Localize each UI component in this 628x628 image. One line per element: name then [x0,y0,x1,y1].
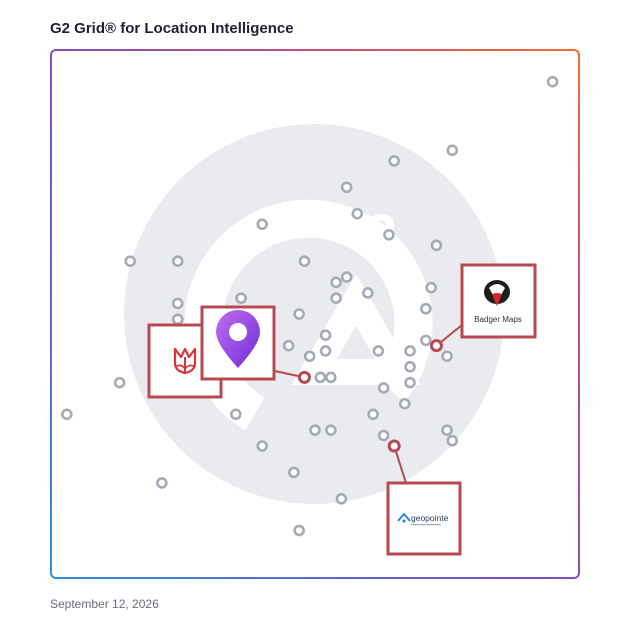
geopointe-icon [397,512,411,523]
grid-point-4[interactable] [351,207,364,220]
grid-point-6[interactable] [383,229,395,241]
highlighted-point-geopointe-logo[interactable] [387,439,401,453]
grid-point-12[interactable] [330,276,342,289]
grid-point-31[interactable] [325,371,337,384]
grid-point-36[interactable] [398,397,411,410]
badger-maps-label: Badger Maps [474,315,522,324]
highlighted-point-purple-pin-logo[interactable] [297,370,311,384]
grid-point-19[interactable] [293,308,305,320]
grid-point-1[interactable] [446,144,459,157]
purple-pin-logo-card[interactable] [200,305,276,381]
highlighted-point-badger-maps-logo[interactable] [429,339,443,353]
badger-icon [484,280,510,306]
grid-date: September 12, 2026 [50,597,159,611]
grid-point-38[interactable] [61,408,73,421]
badger-maps-logo-card[interactable]: Badger Maps [460,263,537,339]
grid-point-13[interactable] [425,281,437,294]
grid-point-37[interactable] [367,408,379,421]
grid-point-16[interactable] [235,292,247,304]
purple-map-pin-icon [216,310,260,368]
grid-point-9[interactable] [171,255,184,268]
g2-watermark-icon: 2 [124,124,504,504]
grid-point-40[interactable] [309,424,321,436]
page-title: G2 Grid® for Location Intelligence [50,20,294,37]
grid-point-18[interactable] [420,302,432,315]
grid-point-3[interactable] [340,181,353,194]
grid-point-17[interactable] [171,297,184,310]
geopointe-logo-card[interactable]: geopointe [386,481,462,556]
grid-point-0[interactable] [546,75,559,88]
grid-point-11[interactable] [340,271,353,283]
grid-point-22[interactable] [420,334,432,347]
grid-point-24[interactable] [319,345,332,357]
grid-point-42[interactable] [441,424,453,436]
red-tulip-logo-icon [173,347,197,375]
grid-point-14[interactable] [361,287,374,299]
grid-point-10[interactable] [298,255,311,268]
grid-point-15[interactable] [330,292,342,304]
grid-point-21[interactable] [319,329,332,341]
grid-point-43[interactable] [377,429,390,442]
grid-point-26[interactable] [404,345,416,357]
grid-point-41[interactable] [325,424,337,436]
geopointe-tagline [411,524,441,526]
grid-point-23[interactable] [282,339,295,352]
grid-point-46[interactable] [288,466,300,479]
grid-point-34[interactable] [113,376,126,389]
grid-point-25[interactable] [372,345,385,357]
grid-point-49[interactable] [293,524,305,537]
grid-point-29[interactable] [404,360,416,373]
grid-point-35[interactable] [377,382,390,394]
geopointe-label: geopointe [411,513,449,523]
grid-point-28[interactable] [303,350,316,363]
grid-point-20[interactable] [171,313,184,326]
grid-point-44[interactable] [446,434,459,447]
grid-point-7[interactable] [430,239,443,252]
grid-point-2[interactable] [388,155,401,167]
grid-point-32[interactable] [314,371,327,384]
grid-point-8[interactable] [124,255,136,268]
grid-point-27[interactable] [441,350,453,363]
grid-point-39[interactable] [230,408,242,421]
grid-point-45[interactable] [256,440,269,452]
grid-point-47[interactable] [156,477,168,489]
grid-point-48[interactable] [335,492,348,505]
grid-point-33[interactable] [404,376,416,389]
grid-point-5[interactable] [256,218,269,231]
